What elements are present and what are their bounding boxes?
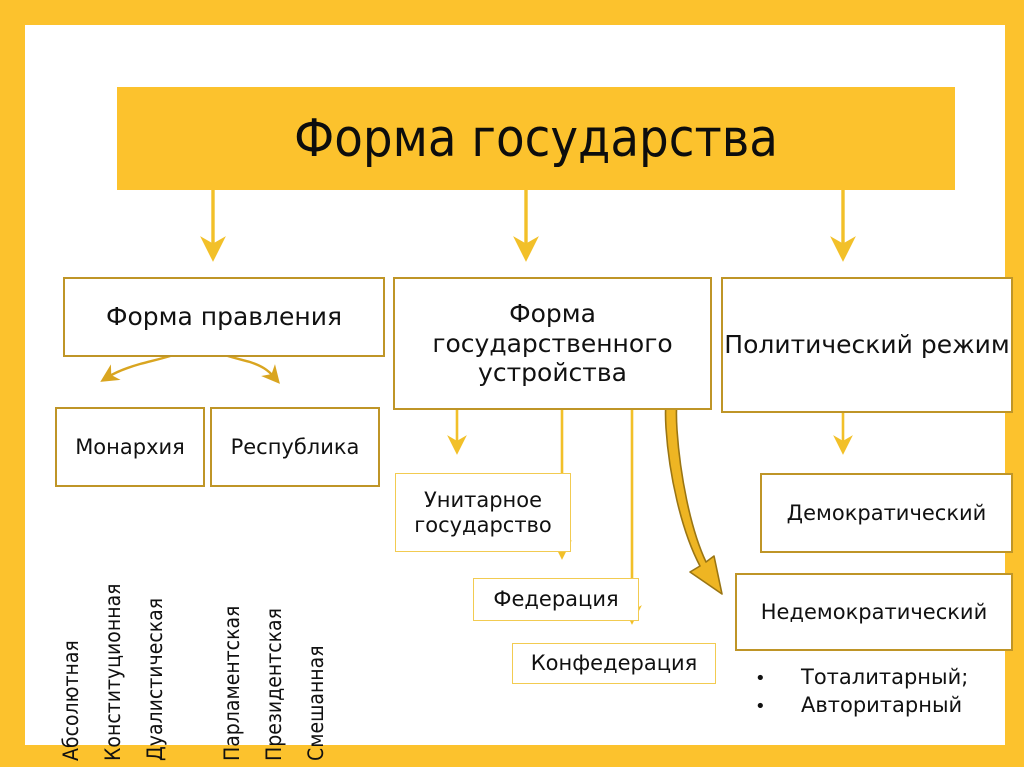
node-political-regime[interactable]: Политический режим: [721, 277, 1013, 413]
bullet-marker-icon: •: [755, 696, 766, 717]
slide-content-area: Форма государства Форма правления Монарх…: [25, 25, 1013, 761]
node-form-of-state-structure[interactable]: Форма государственного устройства: [393, 277, 712, 410]
node-republic[interactable]: Республика: [210, 407, 380, 487]
vlabel-mixed: Смешанная: [304, 645, 328, 761]
vlabel-presidential: Президентская: [262, 608, 286, 761]
bullet-label-authoritarian: Авторитарный: [801, 693, 963, 717]
list-item: • Авторитарный: [755, 693, 1024, 717]
node-monarchy[interactable]: Монархия: [55, 407, 205, 487]
vlabel-parliamentary: Парламентская: [220, 605, 244, 761]
list-item: • Тоталитарный;: [755, 665, 1024, 689]
node-undemocratic[interactable]: Недемократический: [735, 573, 1013, 651]
node-form-of-government[interactable]: Форма правления: [63, 277, 385, 357]
vlabel-dualistic: Дуалистическая: [143, 597, 167, 761]
node-federation[interactable]: Федерация: [473, 578, 639, 621]
node-confederation[interactable]: Конфедерация: [512, 643, 716, 684]
node-unitary-state[interactable]: Унитарное государство: [395, 473, 571, 552]
diagram-title: Форма государства: [117, 87, 955, 190]
node-democratic[interactable]: Демократический: [760, 473, 1013, 553]
vlabel-absolute: Абсолютная: [59, 640, 83, 761]
undemocratic-bullet-list: • Тоталитарный; • Авторитарный: [755, 665, 1024, 721]
bullet-label-totalitarian: Тоталитарный;: [801, 665, 969, 689]
bullet-marker-icon: •: [755, 668, 766, 689]
vlabel-constitutional: Конституционная: [101, 583, 125, 761]
